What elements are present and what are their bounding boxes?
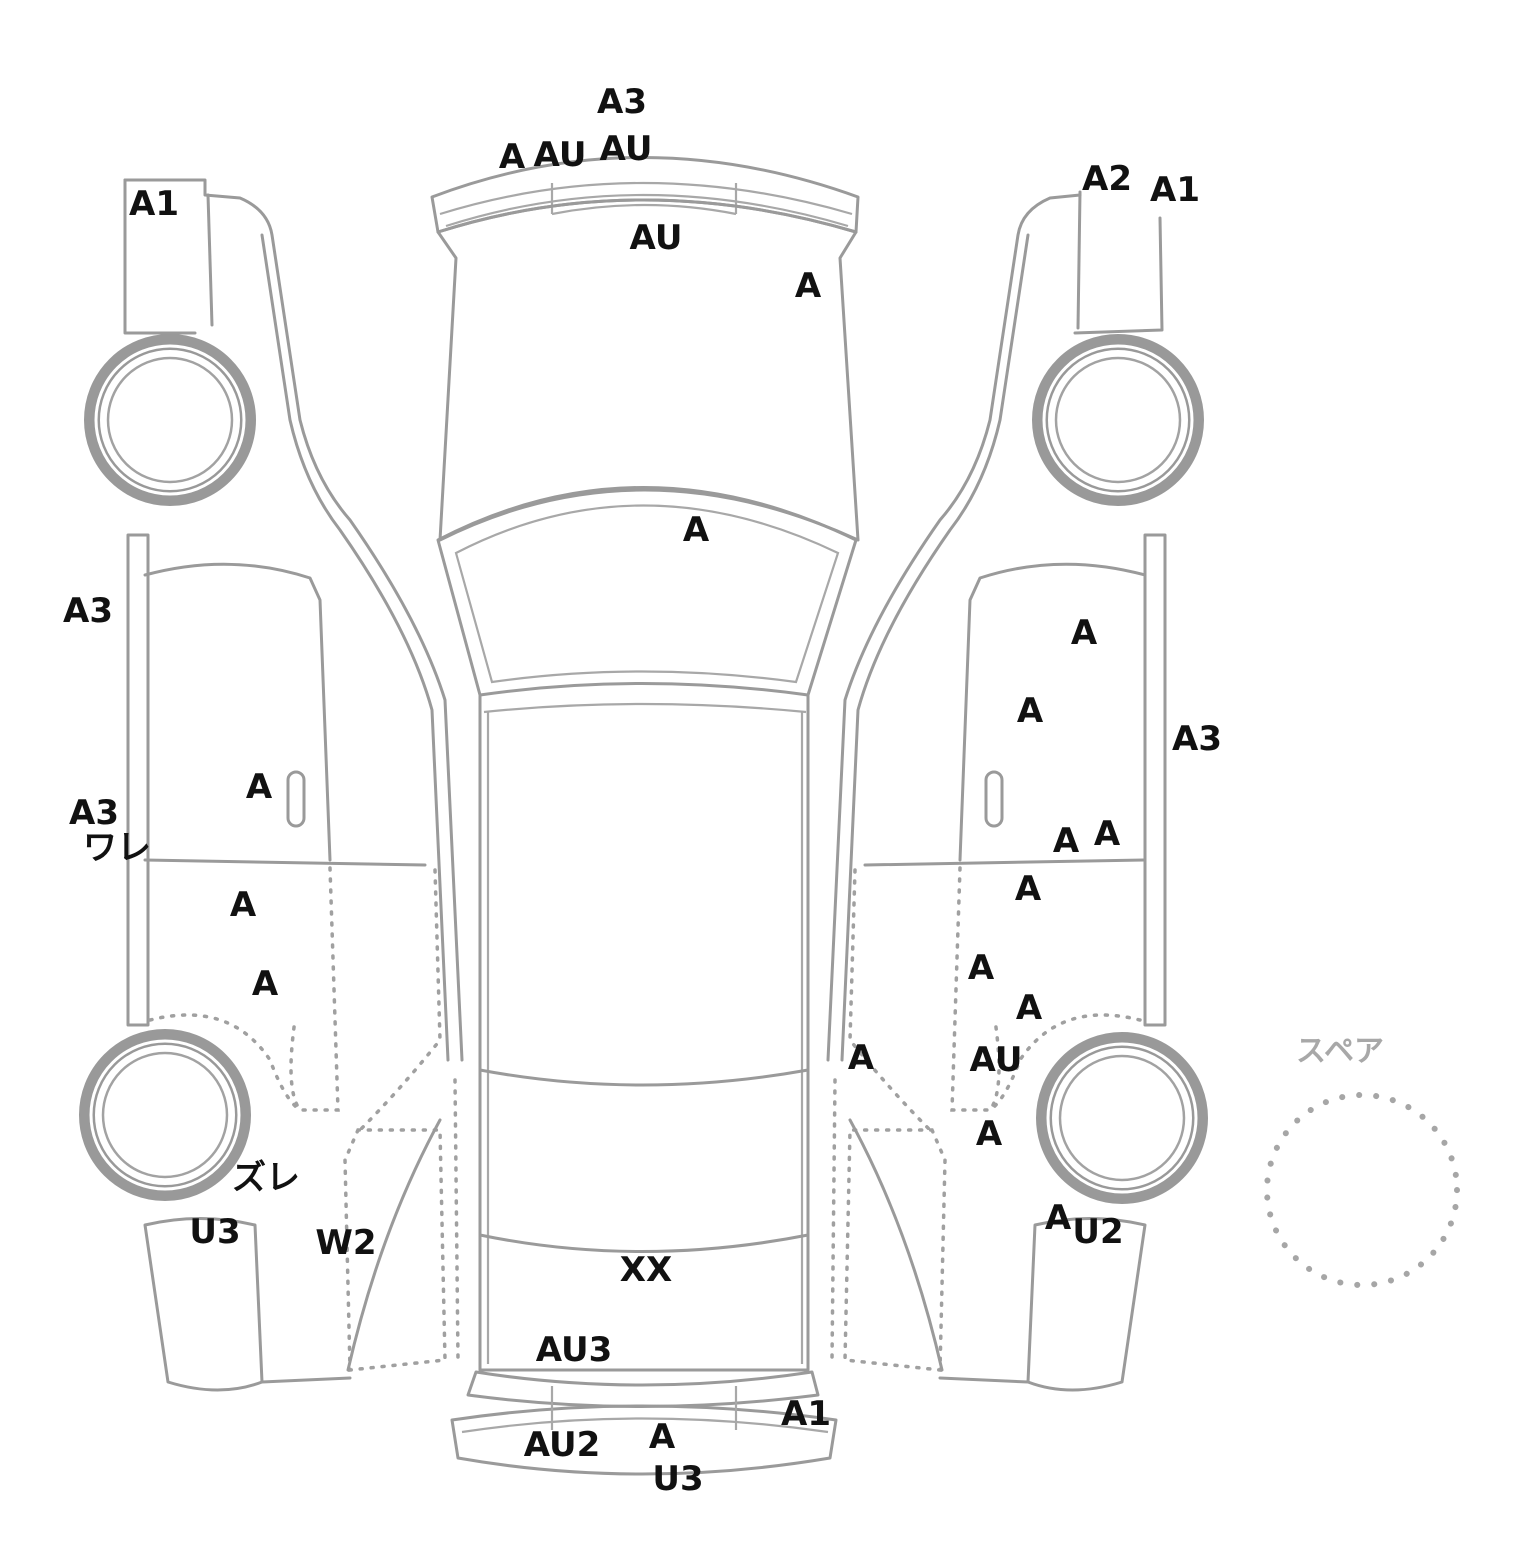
damage-mark: A xyxy=(967,948,995,988)
windshield xyxy=(436,486,858,697)
damage-mark: A xyxy=(245,767,273,807)
rear-bumper xyxy=(466,1370,820,1408)
damage-mark: A1 xyxy=(129,184,179,224)
damage-mark: A1 xyxy=(1150,170,1200,210)
damage-mark: A2 xyxy=(1082,159,1132,199)
damage-mark: ワレ xyxy=(83,828,151,868)
damage-mark: AU xyxy=(533,135,587,175)
damage-mark: A xyxy=(1016,691,1044,731)
damage-mark: A xyxy=(1044,1198,1072,1238)
damage-mark: A xyxy=(498,137,526,177)
damage-mark: A xyxy=(251,964,279,1004)
left-front-wheel xyxy=(84,334,256,506)
left-rear-wheel xyxy=(79,1029,251,1201)
damage-mark: A3 xyxy=(597,82,647,122)
damage-mark: A xyxy=(682,510,710,550)
car-left-side-view xyxy=(79,178,464,1392)
damage-mark: U3 xyxy=(189,1212,241,1252)
right-rear-wheel xyxy=(1036,1032,1208,1204)
damage-mark: ズレ xyxy=(232,1158,300,1198)
damage-mark: A xyxy=(794,266,822,306)
damage-mark: XX xyxy=(619,1250,673,1290)
spare-tire-outline xyxy=(1264,1092,1460,1288)
damage-mark: AU xyxy=(629,218,683,258)
damage-mark: A1 xyxy=(781,1394,831,1434)
damage-mark: A xyxy=(1052,821,1080,861)
damage-mark: A3 xyxy=(1172,719,1222,759)
right-front-wheel xyxy=(1032,334,1204,506)
damage-mark: A xyxy=(1014,869,1042,909)
damage-mark: A xyxy=(847,1038,875,1078)
damage-mark: A xyxy=(1093,814,1121,854)
damage-mark: A xyxy=(1070,613,1098,653)
damage-mark: AU xyxy=(599,129,653,169)
damage-mark: A3 xyxy=(69,793,119,833)
damage-mark: A xyxy=(229,885,257,925)
damage-mark: A xyxy=(1015,988,1043,1028)
damage-mark: AU2 xyxy=(523,1425,601,1465)
hood xyxy=(436,198,860,542)
spare-label: スペア xyxy=(1296,1034,1384,1069)
damage-mark: A3 xyxy=(63,591,113,631)
damage-mark: A xyxy=(648,1417,676,1457)
damage-mark: AU3 xyxy=(535,1330,613,1370)
damage-mark: AU xyxy=(969,1040,1023,1080)
car-right-side-view xyxy=(826,190,1208,1392)
damage-mark: A xyxy=(975,1114,1003,1154)
damage-mark: U3 xyxy=(652,1459,704,1499)
damage-mark: W2 xyxy=(315,1223,377,1263)
damage-mark: U2 xyxy=(1072,1212,1124,1252)
roof xyxy=(478,693,810,1372)
car-top-view xyxy=(430,156,860,1476)
